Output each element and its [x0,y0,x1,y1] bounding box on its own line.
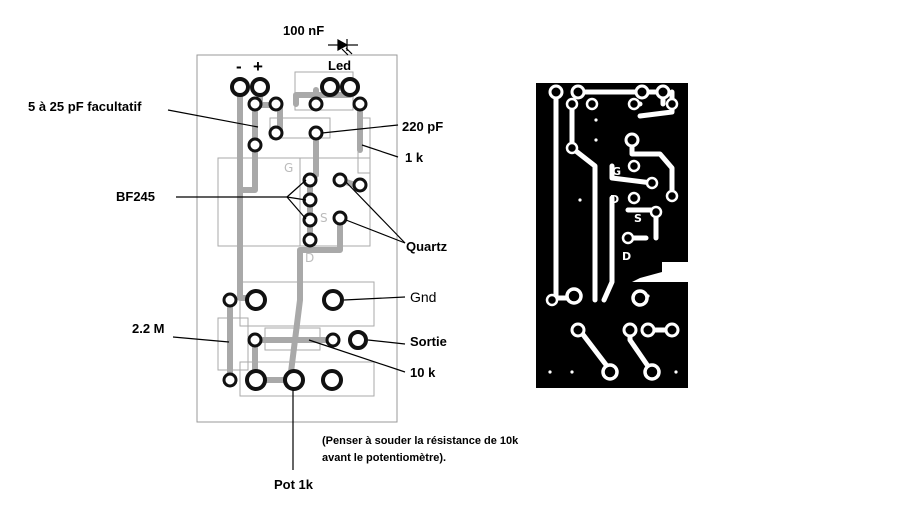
label-quartz: Quartz [406,239,448,254]
copper-letters: G D S D [610,165,642,263]
copper-pads [545,84,680,381]
note-line-1: (Penser à souder la résistance de 10k [322,435,519,447]
silkscreen-letters: G S D [284,161,328,265]
label-plus: + [253,57,263,76]
copper-dots [548,118,678,374]
label-cap-100nf: 100 nF [283,23,324,38]
label-res-2m2: 2.2 M [132,321,165,336]
label-bf245: BF245 [116,189,155,204]
copper-drain-2: D [622,250,631,263]
silk-drain: D [305,251,314,265]
label-gnd: Gnd [410,289,436,305]
label-res-1k: 1 k [405,150,424,165]
component-side-board: G S D [167,38,406,470]
led-symbol-icon [328,38,358,56]
label-led: Led [328,58,351,73]
silk-gate: G [284,161,293,175]
label-res-10k: 10 k [410,365,436,380]
label-pot: Pot 1k [274,477,314,492]
copper-cutout [632,262,688,282]
label-trimmer: 5 à 25 pF facultatif [28,99,142,114]
copper-source: S [634,212,642,225]
label-sortie: Sortie [410,334,447,349]
note-line-2: avant le potentiomètre). [322,452,446,464]
label-cap-220pf: 220 pF [402,119,443,134]
pads [222,77,368,391]
copper-drain: D [610,193,619,206]
diagram-labels: - + 100 nF Led 5 à 25 pF facultatif 220 … [28,23,519,492]
silk-source: S [320,211,328,225]
copper-side-board: G D S D [536,83,688,388]
copper-gate: G [612,165,621,178]
label-minus: - [236,57,242,76]
leader-lines [167,109,406,470]
